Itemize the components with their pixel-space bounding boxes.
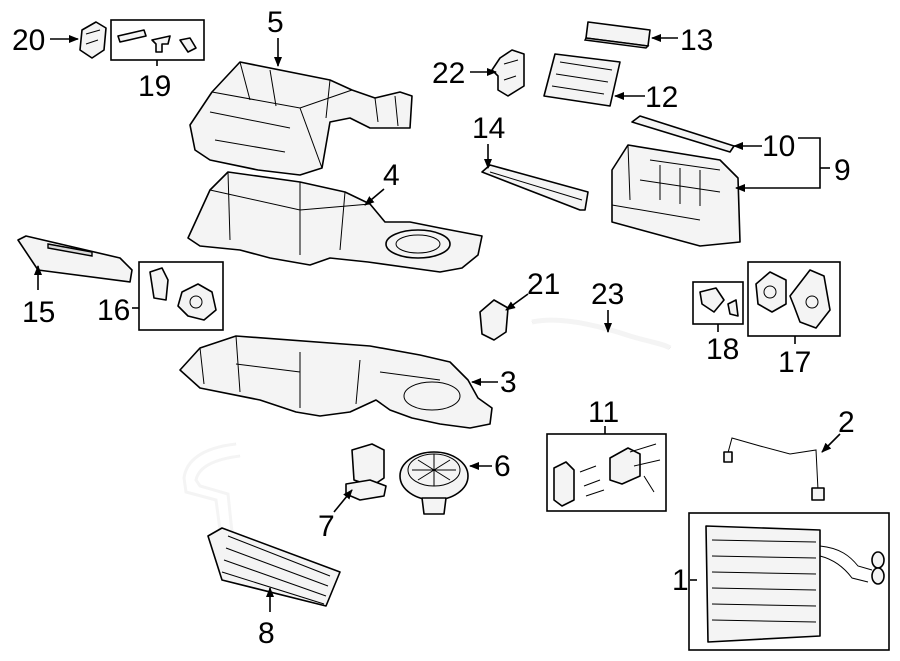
callout-23: 23 bbox=[591, 278, 624, 311]
callout-16: 16 bbox=[97, 294, 130, 327]
callout-8: 8 bbox=[258, 617, 275, 650]
callout-6: 6 bbox=[494, 450, 511, 483]
part-15-panel bbox=[17, 235, 133, 283]
part-23-hose bbox=[531, 317, 672, 351]
callout-12: 12 bbox=[645, 81, 678, 114]
callout-13: 13 bbox=[680, 24, 713, 57]
part-17-kit-box bbox=[747, 261, 841, 337]
callout-11: 11 bbox=[588, 396, 619, 429]
part-17-kit bbox=[755, 269, 831, 329]
part-9-evaporator-case bbox=[611, 144, 741, 247]
part-10-seal-strip bbox=[631, 115, 735, 153]
callout-7: 7 bbox=[318, 510, 335, 543]
part-1-box bbox=[688, 512, 890, 651]
callout-9: 9 bbox=[834, 154, 851, 187]
part-1-evaporator-core bbox=[705, 525, 885, 643]
part-6-blower-motor bbox=[399, 451, 469, 515]
part-7-resistor bbox=[345, 443, 387, 501]
callout-20: 20 bbox=[12, 24, 45, 57]
part-14-seal bbox=[481, 164, 589, 211]
callout-14: 14 bbox=[472, 112, 505, 145]
callout-2: 2 bbox=[838, 406, 855, 439]
part-22-actuator bbox=[491, 49, 525, 97]
part-11-kit-box bbox=[546, 433, 667, 512]
part-18-kit bbox=[699, 287, 739, 317]
callout-17: 17 bbox=[778, 346, 811, 379]
part-21-actuator bbox=[479, 299, 509, 341]
callout-3: 3 bbox=[500, 366, 517, 399]
callout-21: 21 bbox=[527, 268, 560, 301]
callout-18: 18 bbox=[706, 333, 739, 366]
callout-19: 19 bbox=[138, 70, 171, 103]
part-12-filter bbox=[543, 53, 621, 107]
callout-4: 4 bbox=[383, 159, 400, 192]
part-3-lower-case bbox=[179, 335, 493, 429]
callout-22: 22 bbox=[432, 57, 465, 90]
callout-15: 15 bbox=[22, 296, 55, 329]
part-4-lower-housing bbox=[187, 171, 483, 273]
callout-5: 5 bbox=[267, 6, 284, 39]
part-20-actuator bbox=[79, 21, 107, 59]
callout-1: 1 bbox=[672, 564, 689, 597]
part-13-filter bbox=[583, 21, 651, 49]
part-19-kit bbox=[117, 29, 197, 53]
callout-10: 10 bbox=[762, 130, 795, 163]
part-16-kit bbox=[149, 267, 217, 321]
part-5-upper-housing bbox=[189, 61, 413, 176]
part-8-heater-core bbox=[182, 442, 341, 607]
part-2-harness bbox=[723, 437, 825, 501]
part-11-kit bbox=[553, 443, 661, 507]
part-16-kit-box bbox=[138, 261, 224, 331]
